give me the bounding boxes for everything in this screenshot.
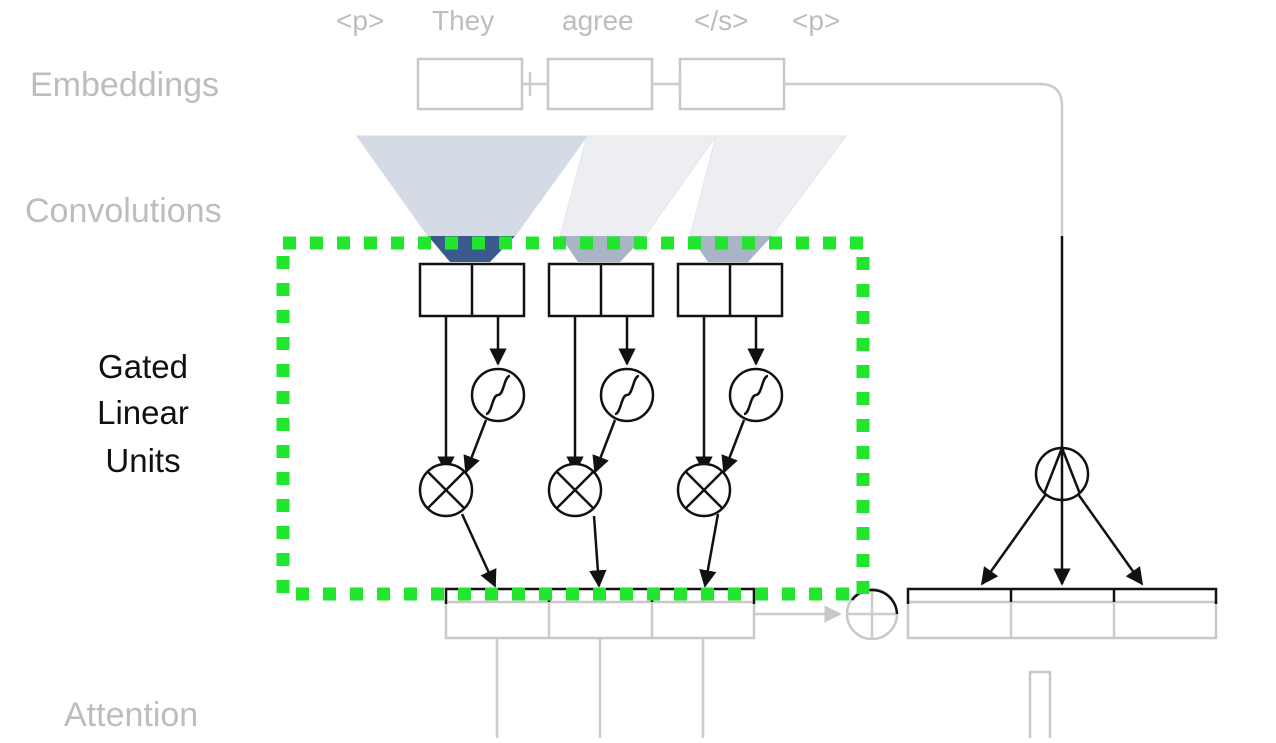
glu-label-line3: Units xyxy=(105,442,180,479)
output-box xyxy=(906,600,1218,640)
residual-output-row xyxy=(906,587,1218,640)
embedding-box xyxy=(546,57,654,111)
output-box xyxy=(444,600,756,640)
add-circle-icon xyxy=(845,587,899,641)
multiply-circle-icon xyxy=(418,462,474,518)
glu-unit xyxy=(676,316,784,588)
embedding-box xyxy=(678,57,786,111)
convolution-layer xyxy=(356,135,847,262)
conv-filter-2 xyxy=(559,135,717,237)
conv-output-2 xyxy=(560,236,645,262)
split-circle-icon xyxy=(1034,446,1090,502)
token-p-start: <p> xyxy=(336,5,384,36)
attention-connectors xyxy=(495,638,1052,743)
multiply-circle-icon xyxy=(676,462,732,518)
token-end-s: </s> xyxy=(694,5,748,36)
sigmoid-icon xyxy=(728,367,784,423)
glu-input-row xyxy=(418,262,784,318)
conv-filter-1 xyxy=(356,135,588,237)
sigmoid-icon xyxy=(470,367,526,423)
token-p-end: <p> xyxy=(792,5,840,36)
embeddings-label: Embeddings xyxy=(30,66,219,104)
token-they: They xyxy=(432,5,494,36)
glu-unit xyxy=(418,316,526,588)
convolutions-label: Convolutions xyxy=(25,192,222,230)
multiply-circle-icon xyxy=(547,462,603,518)
glu-label-line1: Gated xyxy=(98,348,188,385)
residual-path xyxy=(784,82,1064,236)
conv-filter-3 xyxy=(689,135,847,237)
embedding-box xyxy=(416,57,524,111)
glu-label: Gated Linear Units xyxy=(97,348,189,479)
token-agree: agree xyxy=(562,5,634,36)
glu-highlight-box xyxy=(276,236,870,601)
glu-label-line2: Linear xyxy=(97,394,189,431)
sigmoid-icon xyxy=(599,367,655,423)
embedding-row xyxy=(416,57,786,111)
attention-label: Attention xyxy=(64,696,198,734)
glu-unit xyxy=(547,316,655,588)
conv-output-3 xyxy=(690,236,772,262)
